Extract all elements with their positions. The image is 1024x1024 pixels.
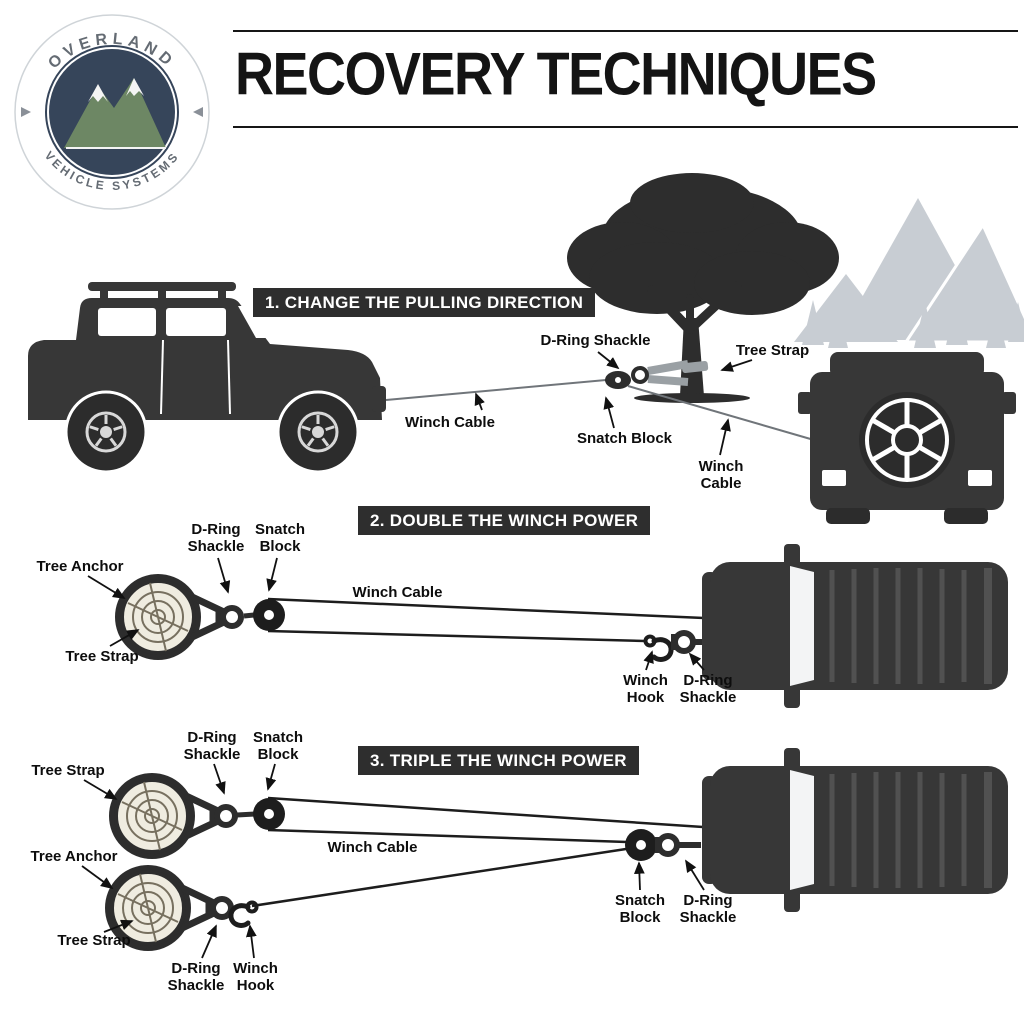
label-winch-hook-s2: Winch Hook — [623, 672, 668, 707]
label-snatch-block-2-s3: Snatch Block — [614, 892, 665, 927]
section3-link-1 — [236, 811, 256, 818]
label-dring-shackle-2-s3: D-Ring Shackle — [167, 960, 225, 995]
label-winch-hook-s3: Winch Hook — [233, 960, 278, 995]
label-tree-strap-2-s3: Tree Strap — [57, 932, 131, 949]
label-tree-anchor-s2: Tree Anchor — [36, 558, 124, 575]
vehicle-rear-view — [798, 352, 1016, 524]
section1-snatch-block — [605, 366, 649, 389]
section2-tree-anchor — [118, 577, 241, 657]
pointer-arrows — [81, 351, 753, 959]
logo-left-chevron-icon — [21, 107, 31, 117]
label-snatch-block-s3: Snatch Block — [252, 729, 303, 764]
header-bottom-rule — [233, 126, 1018, 128]
label-dring-shackle-3-s3: D-Ring Shackle — [679, 892, 737, 927]
label-winch-cable-2-s1: Winch Cable — [698, 458, 744, 493]
label-snatch-block-s1: Snatch Block — [576, 430, 673, 447]
section2-link — [243, 612, 255, 619]
vehicle-top-view-section3 — [702, 748, 1008, 912]
section2-bumper-shackle — [671, 630, 703, 654]
label-tree-anchor-s3: Tree Anchor — [30, 848, 118, 865]
section1-winch-cable-front — [385, 379, 815, 441]
label-winch-cable-s3: Winch Cable — [327, 839, 418, 856]
logo-right-chevron-icon — [193, 107, 203, 117]
section3-tree-anchor-1 — [112, 776, 235, 856]
label-snatch-block-s2: Snatch Block — [254, 521, 305, 556]
section3-snatch-block-tree — [253, 798, 285, 830]
overland-vehicle-systems-logo: OVERLAND VEHICLE SYSTEMS — [14, 14, 210, 210]
page-title: RECOVERY TECHNIQUES — [235, 40, 877, 108]
section1-tree-strap — [647, 360, 709, 386]
section2-winch-cables — [267, 597, 705, 643]
tree-silhouette — [567, 173, 839, 403]
label-tree-strap-s3: Tree Strap — [31, 762, 105, 779]
section3-bumper-shackle — [655, 833, 701, 857]
label-tree-strap-s2: Tree Strap — [65, 648, 139, 665]
label-dring-shackle-s2: D-Ring Shackle — [187, 521, 245, 556]
vehicle-top-view-section2 — [702, 544, 1008, 708]
section2-winch-hook — [646, 637, 672, 660]
jeep-side-view — [28, 282, 386, 474]
logo-mountains — [64, 78, 166, 149]
background-pines — [802, 298, 1024, 348]
label-tree-strap-s1: Tree Strap — [735, 342, 810, 359]
section2-snatch-block — [253, 599, 285, 631]
section3-snatch-block-vehicle — [625, 829, 657, 861]
section3-winch-cables — [251, 796, 704, 908]
label-dring-shackle-2-s2: D-Ring Shackle — [679, 672, 737, 707]
section2-banner: 2. DOUBLE THE WINCH POWER — [358, 506, 651, 535]
section1-banner: 1. CHANGE THE PULLING DIRECTION — [253, 288, 596, 317]
section3-banner: 3. TRIPLE THE WINCH POWER — [358, 746, 639, 775]
label-dring-shackle-s1: D-Ring Shackle — [540, 332, 651, 349]
label-winch-cable-s1: Winch Cable — [405, 414, 495, 431]
background-mountains — [794, 198, 1024, 348]
label-winch-cable-s2: Winch Cable — [352, 584, 443, 601]
label-dring-shackle-s3: D-Ring Shackle — [183, 729, 241, 764]
header-top-rule — [233, 30, 1018, 32]
